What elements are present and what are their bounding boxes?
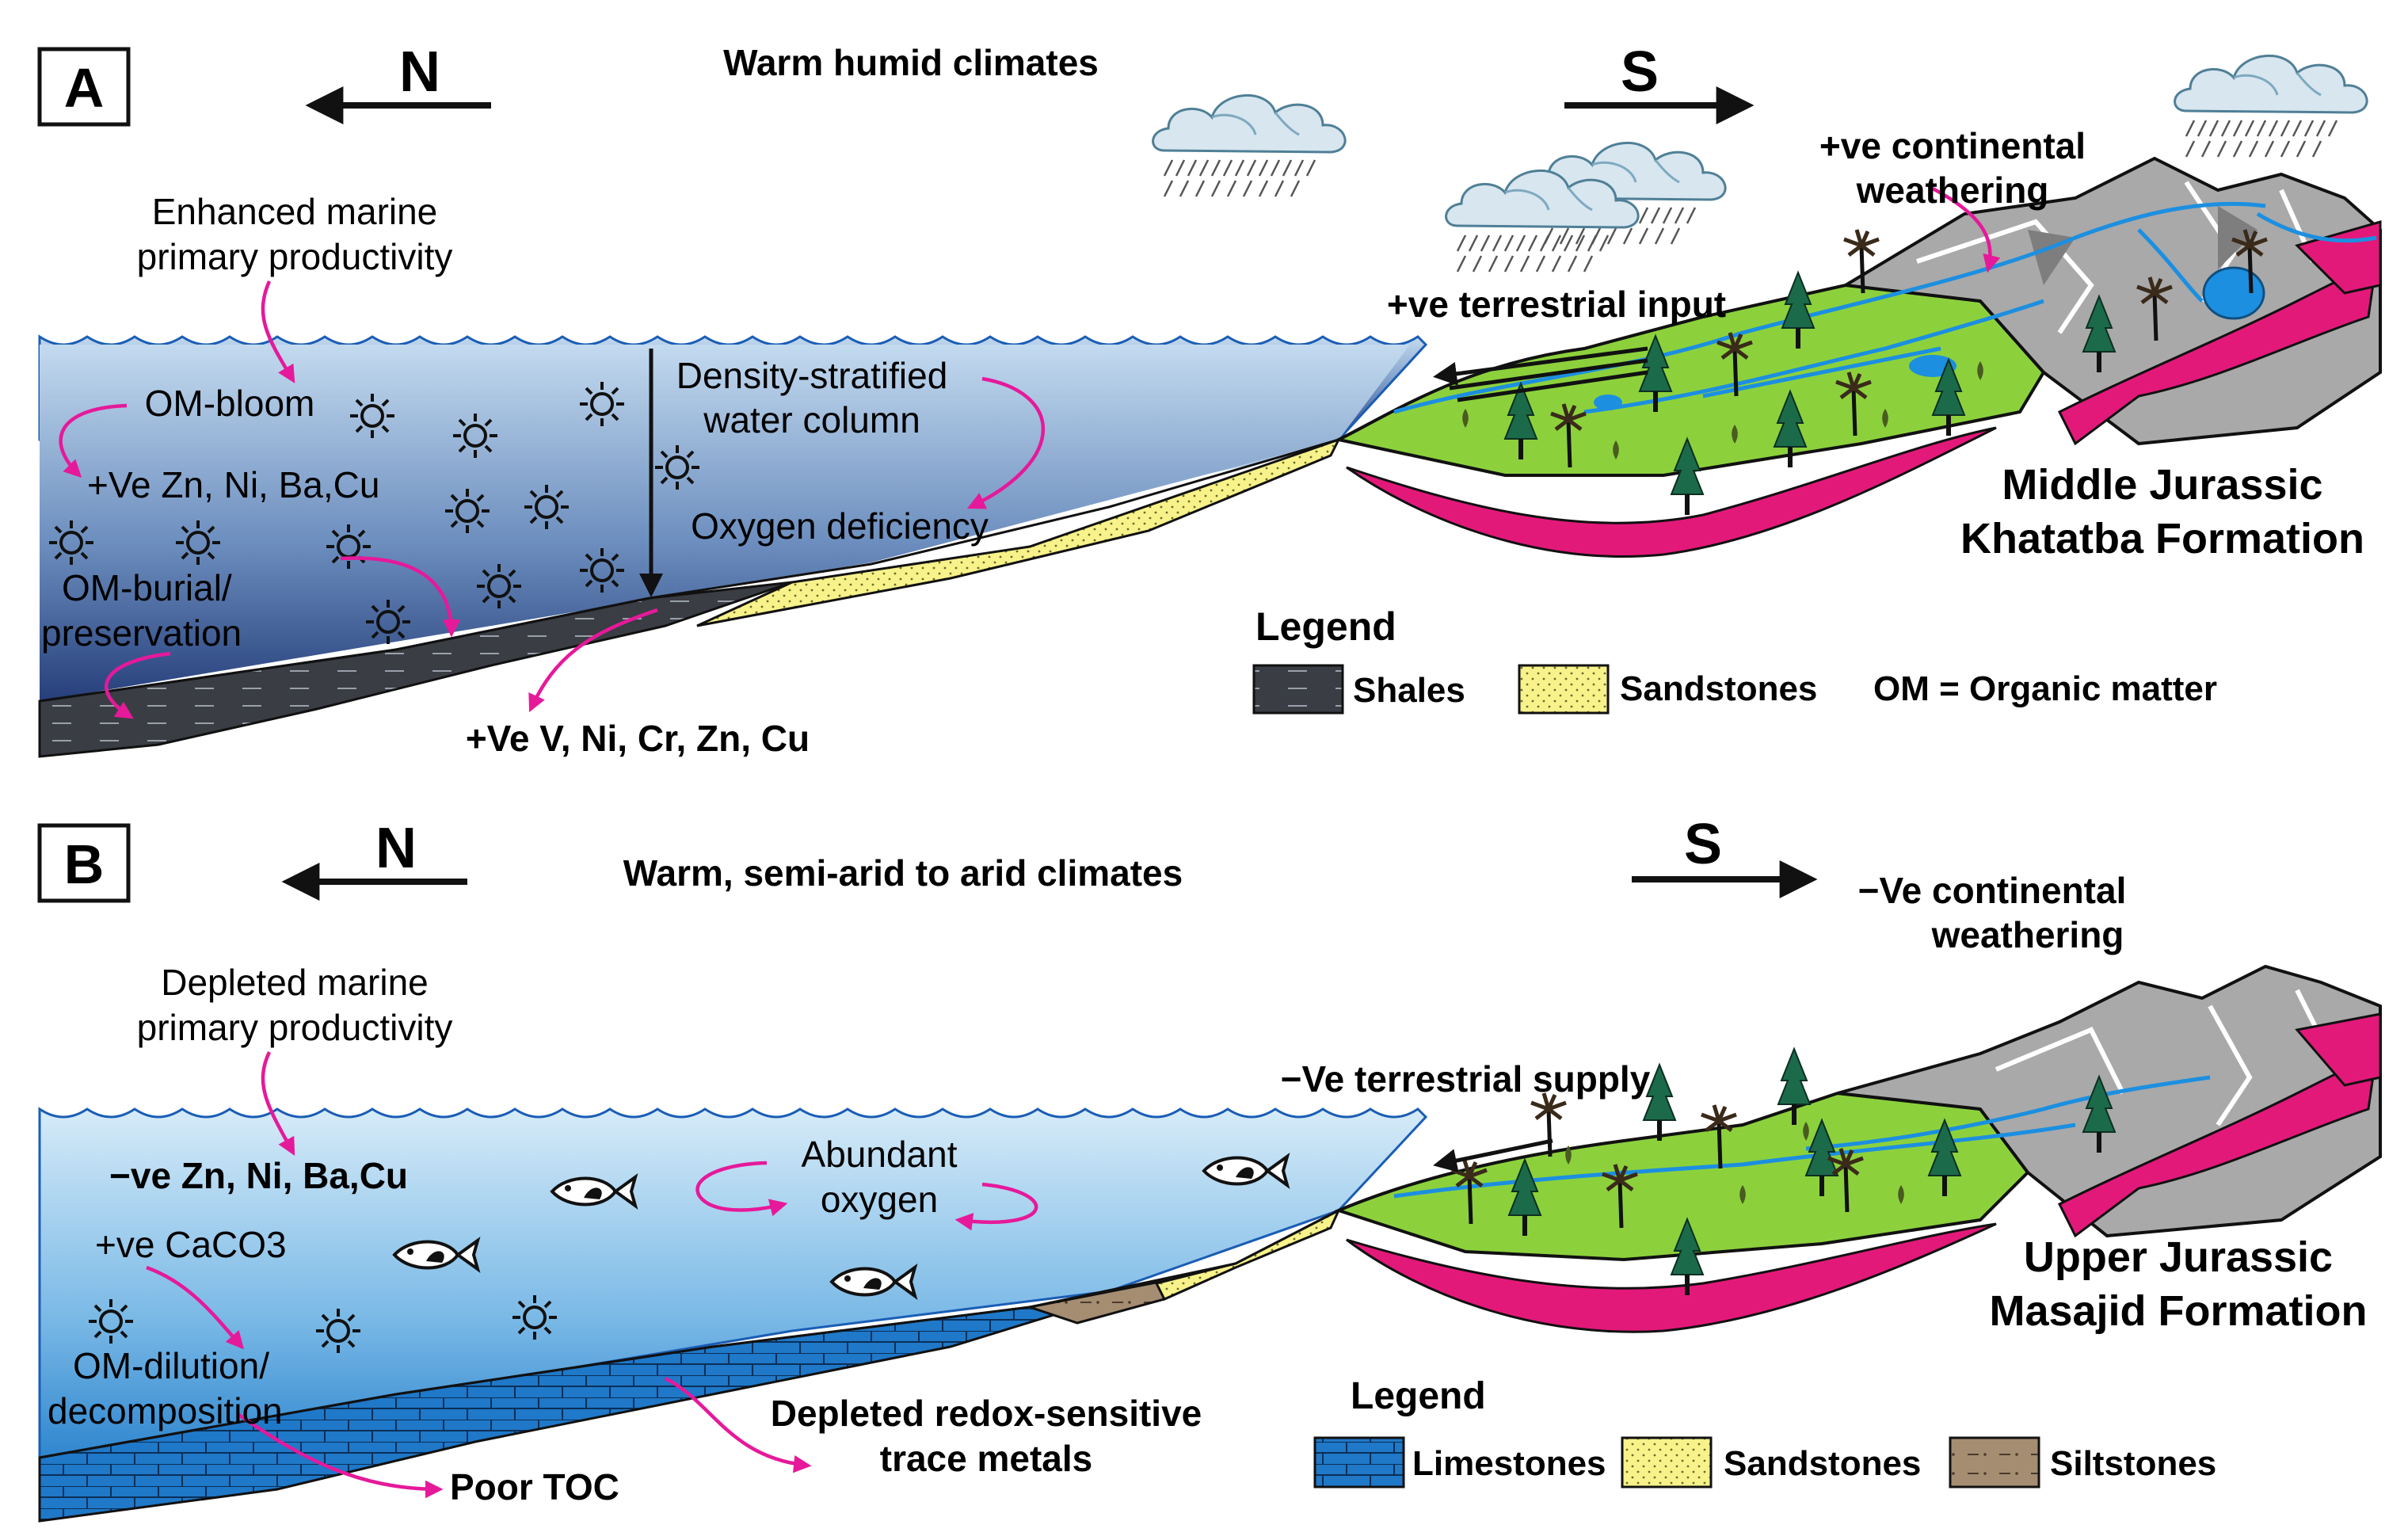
om-dilution-label: OM-dilution/ decomposition [48,1345,283,1431]
productivity-label-a: Enhanced marine primary productivity [137,191,453,277]
legend-note-om: OM = Organic matter [1873,669,2217,708]
legend-label-siltstones: Siltstones [2050,1444,2216,1483]
svg-text:trace metals: trace metals [880,1438,1093,1479]
legend-swatch-siltstones [1949,1436,2040,1489]
svg-text:Depleted redox-sensitive: Depleted redox-sensitive [771,1393,1202,1434]
density-label: Density-stratified water column [676,355,948,440]
svg-text:weathering: weathering [1856,170,2049,211]
river-network-b [1393,1075,2211,1199]
legend-title-a: Legend [1255,604,1396,649]
climate-a: Warm humid climates [723,42,1099,83]
svg-text:oxygen: oxygen [821,1179,938,1220]
magenta-layer-a-low [1346,426,1997,558]
depleted-metals-label: Depleted redox-sensitive trace metals [771,1393,1202,1479]
legend-label-limestones: Limestones [1412,1444,1606,1483]
oxygen-deficiency-label: Oxygen deficiency [691,505,989,547]
legend-label-sandstones-b: Sandstones [1724,1444,1921,1483]
terrestrial-supply-label: −Ve terrestrial supply [1281,1058,1651,1100]
abundant-oxygen-label: Abundant oxygen [802,1134,958,1220]
svg-text:preservation: preservation [41,612,242,654]
svg-text:weathering: weathering [1931,914,2124,955]
palm-tree-icon [1531,1093,1566,1157]
continental-weathering-label-b: −Ve continental weathering [1858,870,2127,955]
magenta-layer-b-high [2057,1051,2378,1238]
rain-cloud-icon [1445,169,1640,273]
legend-swatch-sandstones-a [1518,664,1610,715]
svg-text:+ve continental: +ve continental [1819,125,2086,166]
process-arrows-a [59,187,2001,719]
magenta-layer-b-low [1346,1222,1997,1333]
formation-label-b: Upper Jurassic Masajid Formation [1989,1233,2367,1335]
panel-b-label: B [64,833,105,895]
south-label-a: S [1621,40,1659,104]
panel-a-label: A [64,57,105,119]
svg-text:primary productivity: primary productivity [137,236,453,277]
north-label-b: N [375,817,417,880]
svg-text:decomposition: decomposition [48,1390,283,1431]
svg-text:Masajid Formation: Masajid Formation [1989,1287,2367,1335]
legend-swatch-limestones [1313,1436,1405,1489]
svg-text:Khatatba Formation: Khatatba Formation [1960,515,2364,562]
process-arrows-b [146,1051,1038,1499]
svg-text:−Ve continental: −Ve continental [1858,870,2127,911]
ve-zn-label-a: +Ve Zn, Ni, Ba,Cu [87,464,379,505]
om-burial-label: OM-burial/ preservation [41,567,242,654]
svg-text:OM-burial/: OM-burial/ [62,567,232,608]
river-network-a [1393,201,2377,414]
sandstone-layer-a [696,437,1341,627]
formation-label-a: Middle Jurassic Khatatba Formation [1960,461,2364,562]
svg-text:Depleted marine: Depleted marine [161,962,429,1003]
legend-label-shales: Shales [1353,671,1465,710]
legend-swatch-sandstones-b [1621,1436,1713,1489]
panel-a-label-box [37,47,131,127]
rain-cloud-icon [1152,93,1347,198]
north-label-a: N [399,40,440,104]
legend-swatch-shales [1252,664,1344,715]
svg-text:Enhanced marine: Enhanced marine [152,191,438,232]
legend-label-sandstones-a: Sandstones [1620,669,1817,708]
poor-toc-label: Poor TOC [450,1466,619,1508]
productivity-label-b: Depleted marine primary productivity [137,962,453,1048]
panel-b: B N Warm, semi-arid to arid climates S [37,813,2382,1523]
legend-title-b: Legend [1351,1375,1486,1417]
svg-text:OM-dilution/: OM-dilution/ [73,1345,269,1386]
continental-weathering-label-a: +ve continental weathering [1819,125,2086,211]
svg-text:Abundant: Abundant [802,1134,958,1175]
svg-text:Upper Jurassic: Upper Jurassic [2024,1233,2333,1281]
climate-b: Warm, semi-arid to arid climates [623,852,1183,894]
magenta-layer-a-high [2057,259,2378,446]
caco3-label: +ve CaCO3 [95,1224,287,1265]
terrestrial-input-arrows-a [1433,346,1648,402]
svg-text:Middle Jurassic: Middle Jurassic [2002,461,2322,509]
south-label-b: S [1684,813,1722,876]
terrestrial-supply-arrow-b [1433,1138,1553,1172]
svg-text:Density-stratified: Density-stratified [676,355,948,396]
rain-cloud-icon [2174,54,2368,158]
panel-b-label-box [37,823,131,903]
svg-text:primary productivity: primary productivity [137,1007,453,1048]
om-bloom-label: OM-bloom [145,383,315,424]
panel-a: A N Warm humid climates S [37,40,2382,759]
svg-text:water column: water column [703,399,920,440]
lake-a [2202,266,2265,320]
ve-zn-label-b: −ve Zn, Ni, Ba,Cu [109,1155,408,1196]
ve-v-label: +Ve V, Ni, Cr, Zn, Cu [466,718,810,759]
sea-water-b [38,1107,1428,1459]
terrestrial-input-label: +ve terrestrial input [1387,284,1726,325]
